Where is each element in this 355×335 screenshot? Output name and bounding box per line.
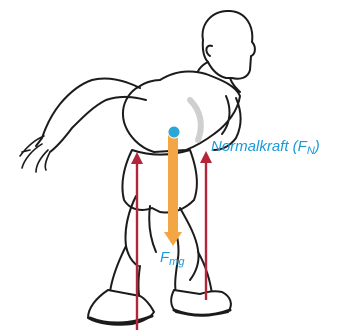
normal-force-label: Normalkraft (FN) xyxy=(211,138,320,157)
left-hand-outline xyxy=(20,136,50,172)
center-of-mass-dot xyxy=(168,126,180,138)
gravity-label: Fmg xyxy=(160,249,185,268)
